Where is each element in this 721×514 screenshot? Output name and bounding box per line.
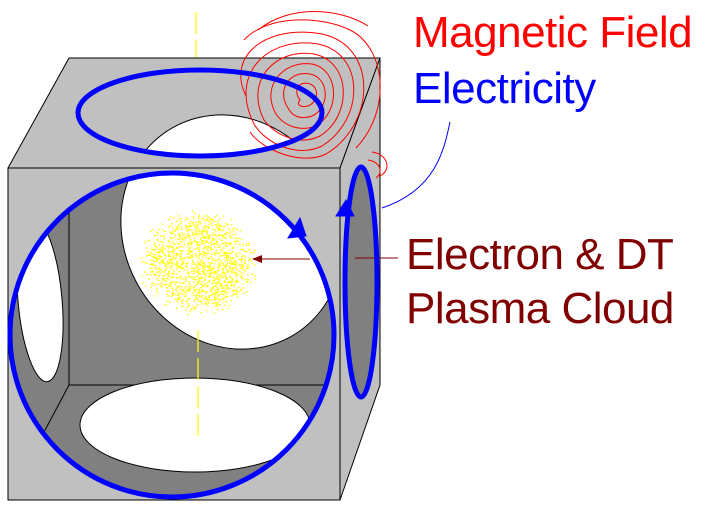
magnetic-field-label: Magnetic Field [413,8,693,57]
top-coil [75,67,325,159]
right-coil-arrow [335,198,355,217]
plasma-label-line-1: Electron & DT [406,230,674,279]
electricity-pointer [381,121,451,209]
front-coil [7,170,337,500]
plasma-label-line-2: Plasma Cloud [406,284,674,333]
plasma-cloud [140,210,259,316]
electricity-label: Electricity [413,64,596,113]
front-coil-arrow [287,216,307,239]
plasma-arrow-head [252,255,262,263]
top-face-view [120,114,322,156]
right-coil [342,164,380,400]
